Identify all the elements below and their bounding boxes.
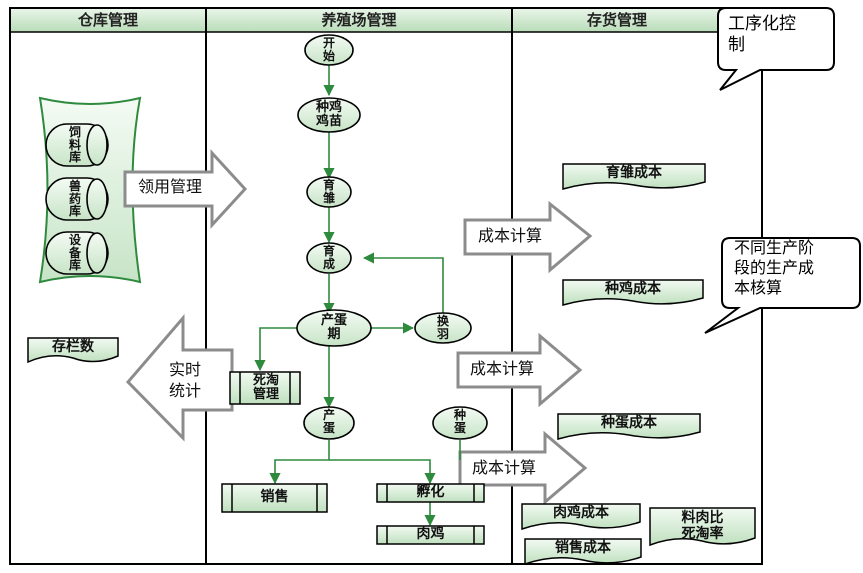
brooding-label: 育 雏 [322, 178, 335, 205]
molting-node [414, 312, 472, 344]
start-label: 开 始 [322, 36, 335, 63]
rearing-label: 育 成 [322, 244, 335, 271]
brooding-node [306, 176, 352, 208]
brood-cost-label: 育雏成本 [606, 165, 662, 181]
cost-arrow-label-2: 成本计算 [469, 359, 534, 378]
cost-arrow-label-1: 成本计算 [477, 226, 542, 245]
sales-label: 销售 [260, 489, 289, 505]
laying-label: 产蛋 期 [320, 313, 347, 342]
cost-arrow-shape-1 [463, 200, 593, 274]
rearing-node [306, 242, 352, 274]
side-bar-boxes [221, 371, 485, 545]
stats-arrow-shape [125, 313, 234, 442]
breeder-cost-label: 种鸡成本 [605, 281, 661, 297]
stage-cost-callout: 不同生产阶 段的生产成 本核算 [734, 238, 815, 297]
feed-ratio-doc [649, 507, 756, 547]
issue-arrow-label: 领用管理 [137, 177, 202, 196]
start-node [304, 34, 354, 66]
stats-arrow-label: 实时 统计 [168, 360, 201, 400]
hatch-eggs-node [432, 406, 488, 440]
laying-node [296, 309, 372, 347]
broiler-box [376, 525, 485, 545]
block-arrows [123, 149, 593, 506]
egg-cost-doc [557, 413, 701, 440]
cost-arrow-label-3: 成本计算 [471, 458, 536, 477]
broiler-cost-doc [521, 503, 641, 531]
sales-cost-label: 销售成本 [555, 540, 611, 556]
feed-ratio-label: 料肉比 死淘率 [681, 510, 724, 543]
lane-title-inventory: 存货管理 [586, 11, 647, 29]
cylinders [45, 123, 109, 275]
document-shapes [27, 163, 756, 566]
breeder-cost-doc [562, 279, 704, 306]
hatching-box [376, 483, 485, 503]
hatch-eggs-label: 种 蛋 [453, 408, 466, 435]
breed-chick-label: 种鸡 鸡苗 [315, 100, 342, 129]
molting-label: 换 羽 [436, 314, 449, 341]
eggs-node [303, 406, 355, 440]
brood-cost-doc [562, 163, 706, 190]
stock-count-doc [27, 337, 119, 364]
feed-store-label: 饲 料 库 [68, 125, 81, 165]
oval-nodes [296, 34, 488, 440]
sales-box [221, 483, 328, 513]
hatching-label: 孵化 [416, 484, 445, 500]
broiler-label: 肉鸡 [416, 526, 445, 542]
process-control-callout: 工序化控 制 [728, 14, 796, 56]
vet-store-label: 兽 药 库 [68, 179, 81, 219]
culling-box [229, 371, 301, 405]
stock-count-label: 存栏数 [52, 339, 94, 355]
cost-arrow-shape-2 [456, 332, 583, 408]
egg-cost-label: 种蛋成本 [601, 415, 657, 431]
breed-chick-node [297, 97, 361, 133]
eggs-label: 产 蛋 [322, 408, 335, 435]
lane-title-breeding: 养殖场管理 [321, 11, 397, 29]
broiler-cost-label: 肉鸡成本 [553, 505, 609, 521]
issue-arrow-shape [123, 149, 248, 229]
culling-label: 死淘 管理 [252, 373, 279, 402]
sales-cost-doc [524, 538, 642, 566]
connectors [254, 65, 461, 527]
process-control-bubble [717, 7, 835, 91]
lane-title-warehouse: 仓库管理 [77, 11, 138, 29]
stage-cost-bubble [704, 237, 861, 334]
equip-store-label: 设 备 库 [68, 233, 81, 273]
